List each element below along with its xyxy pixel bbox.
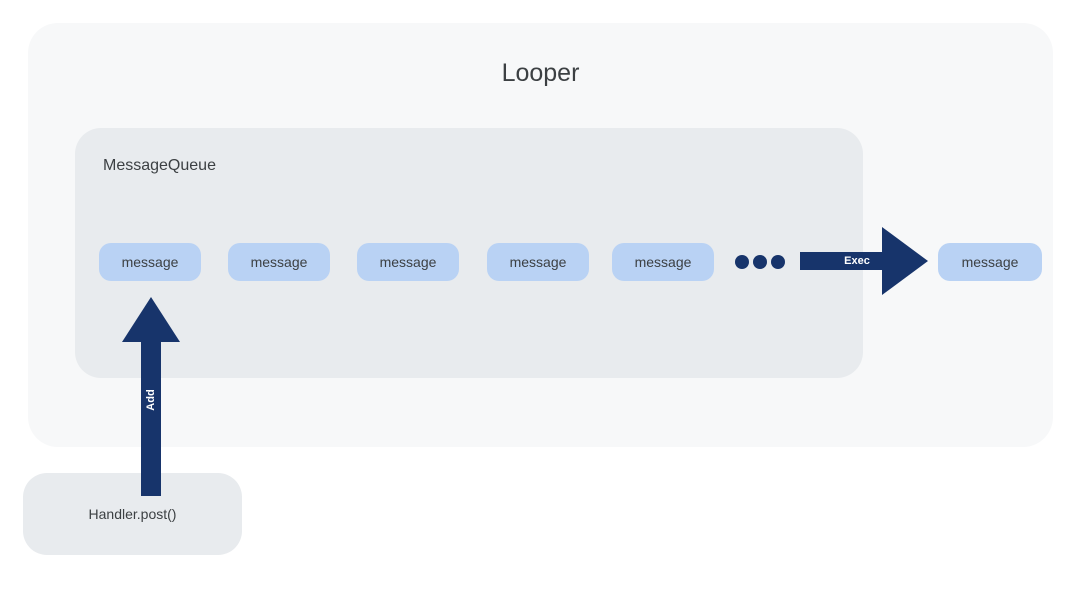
message-box-5: message xyxy=(612,243,714,281)
message-box-3: message xyxy=(357,243,459,281)
add-arrow-shaft xyxy=(141,342,161,496)
add-arrow-label: Add xyxy=(145,389,157,411)
ellipsis-dot xyxy=(735,255,749,269)
ellipsis-dot xyxy=(753,255,767,269)
executed-message-box: message xyxy=(938,243,1042,281)
message-box-4: message xyxy=(487,243,589,281)
handler-post-box: Handler.post() xyxy=(23,473,242,555)
looper-container: Looper MessageQueue message message mess… xyxy=(28,23,1053,447)
exec-arrow-label: Exec xyxy=(844,255,870,267)
exec-arrow-head-icon xyxy=(882,227,928,295)
add-arrow: Add xyxy=(122,297,180,496)
message-queue-title: MessageQueue xyxy=(103,157,216,174)
message-box-2: message xyxy=(228,243,330,281)
exec-arrow: Exec xyxy=(800,227,928,295)
message-box-1: message xyxy=(99,243,201,281)
exec-arrow-shaft xyxy=(800,252,882,270)
looper-title: Looper xyxy=(501,59,580,87)
message-queue-container: MessageQueue message message message mes… xyxy=(75,128,863,378)
ellipsis-dot xyxy=(771,255,785,269)
ellipsis-dots xyxy=(735,255,785,269)
add-arrow-head-icon xyxy=(122,297,180,342)
handler-post-label: Handler.post() xyxy=(88,506,177,522)
